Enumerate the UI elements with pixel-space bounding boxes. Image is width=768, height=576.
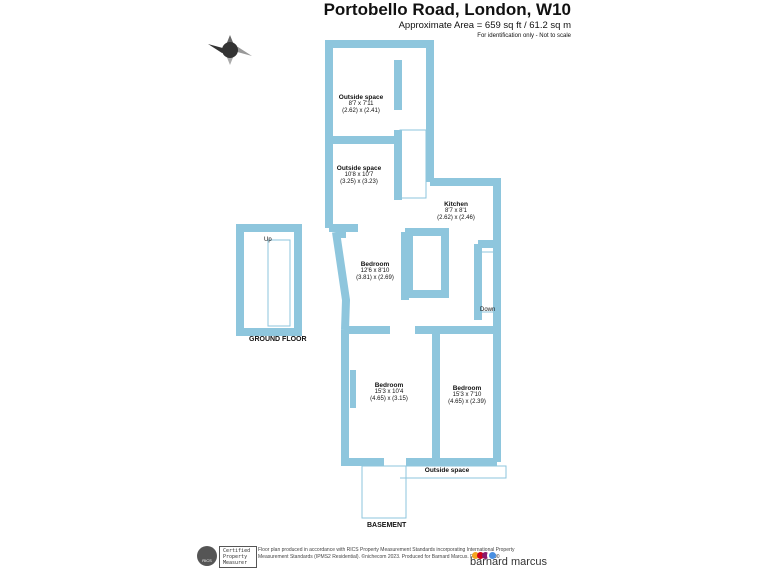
walls: [236, 40, 501, 466]
brand-logo: barnard marcus: [470, 556, 548, 568]
ground-floor-label: GROUND FLOOR: [249, 336, 307, 343]
disclaimer: For identification only - Not to scale: [477, 33, 571, 39]
room-outside-space-3: Outside space: [424, 467, 470, 474]
stairs-down-label: Down: [480, 307, 496, 313]
brand-logo-dots: [472, 546, 496, 564]
rics-logo: RICS: [197, 546, 217, 566]
compass-icon: [208, 35, 252, 65]
stairs-lines: [267, 129, 507, 519]
stairs-up-label: Up: [264, 237, 272, 243]
ground-floor-walls: [236, 224, 302, 336]
page-title: Portobello Road, London, W10: [323, 0, 571, 19]
basement-label: BASEMENT: [367, 522, 407, 529]
footer-text: Floor plan produced in accordance with R…: [258, 547, 515, 560]
area-text: Approximate Area = 659 sq ft / 61.2 sq m: [398, 20, 571, 31]
